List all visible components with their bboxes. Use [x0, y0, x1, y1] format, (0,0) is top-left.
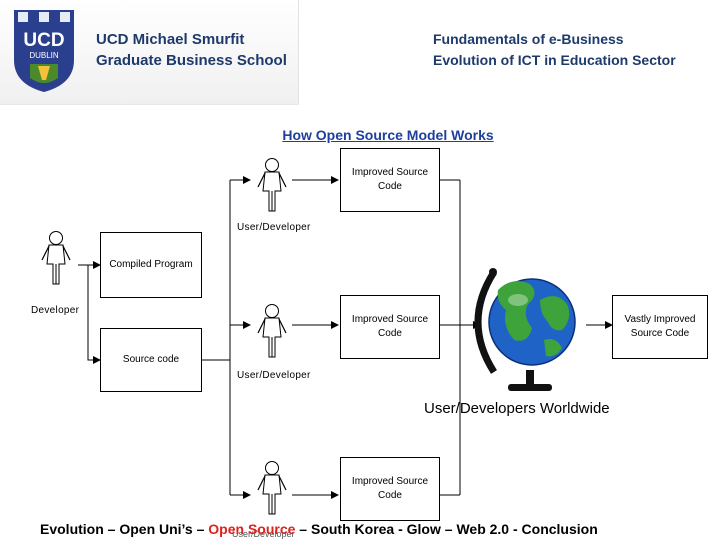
- footer-after: – South Korea - Glow – Web 2.0 - Conclus…: [295, 521, 598, 537]
- user-developer-label-1: User/Developer: [237, 222, 311, 233]
- compiled-program-box: Compiled Program: [100, 232, 202, 298]
- developer-label: Developer: [31, 305, 80, 316]
- improved-line-1: Improved Source: [351, 314, 429, 325]
- improved-line-1: Improved Source: [351, 476, 429, 487]
- user-developer-2-person-icon: [257, 303, 287, 358]
- footer-before: Evolution – Open Uni’s –: [40, 521, 209, 537]
- improved-line-2: Code: [378, 490, 402, 501]
- slide-title: How Open Source Model Works: [282, 127, 494, 143]
- school-line-2: Graduate Business School: [96, 52, 287, 69]
- user-developer-1-person-icon: [257, 157, 287, 212]
- school-line-1: UCD Michael Smurfit: [96, 31, 245, 48]
- vastly-line-1: Vastly Improved: [624, 314, 696, 325]
- improved-line-1: Improved Source: [351, 167, 429, 178]
- globe-icon: [474, 268, 576, 391]
- vastly-line-2: Source Code: [630, 328, 690, 339]
- developer-person-icon: [41, 230, 71, 285]
- compiled-program-label: Compiled Program: [109, 259, 193, 270]
- course-line-1: Fundamentals of e-Business: [433, 31, 624, 47]
- svg-text:DUBLIN: DUBLIN: [29, 51, 59, 60]
- source-code-label: Source code: [122, 354, 180, 365]
- improved-line-2: Code: [378, 328, 402, 339]
- footer-navigation: Evolution – Open Uni’s – Open Source – S…: [40, 521, 598, 537]
- course-line-2: Evolution of ICT in Education Sector: [433, 52, 676, 68]
- svg-text:UCD: UCD: [23, 30, 64, 51]
- user-developer-label-2: User/Developer: [237, 370, 311, 381]
- improved-line-2: Code: [378, 181, 402, 192]
- user-developer-3-person-icon: [257, 460, 287, 515]
- source-code-box: Source code: [100, 328, 202, 392]
- user-developer-label-3: User/Developer: [232, 529, 295, 539]
- footer-highlight-open-source[interactable]: Open Source: [208, 521, 296, 537]
- school-name: UCD Michael Smurfit Graduate Business Sc…: [96, 29, 287, 71]
- worldwide-label: User/Developers Worldwide: [424, 400, 610, 417]
- course-title: Fundamentals of e-Business Evolution of …: [433, 29, 676, 71]
- ucd-crest-logo: UCD DUBLIN: [14, 10, 74, 92]
